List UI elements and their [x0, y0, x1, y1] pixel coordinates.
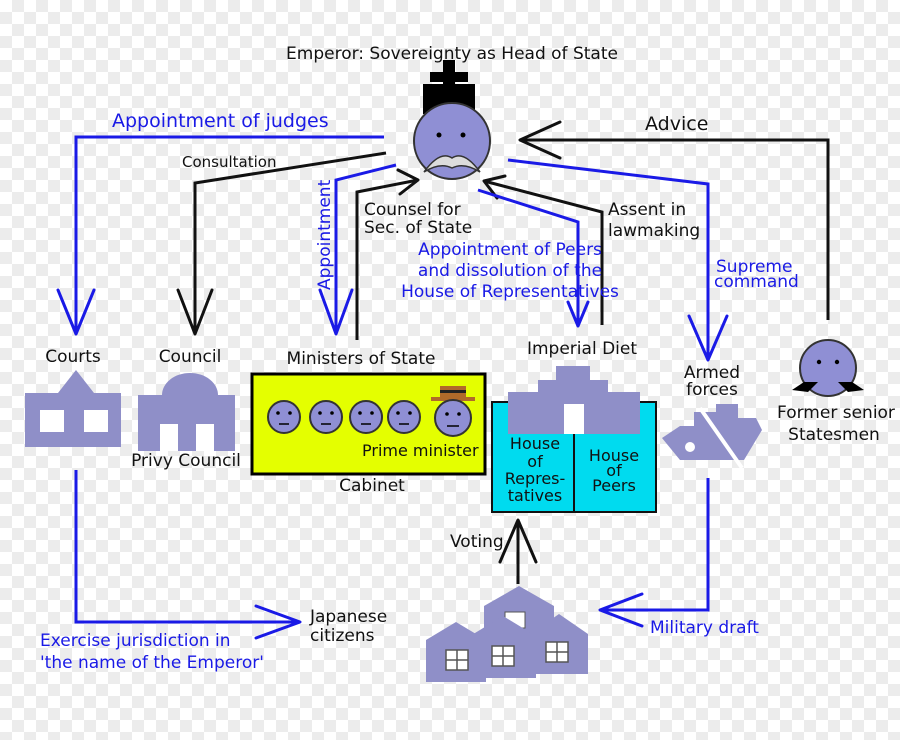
arrowhead-voting — [498, 518, 538, 564]
node-cabinet: Cabinet — [339, 476, 405, 496]
arrow-advice — [520, 138, 830, 320]
arrowhead-armed-forces — [687, 314, 729, 362]
arrow-appointment-of-judges — [74, 135, 384, 334]
label-peers-line1: Appointment of Peers — [418, 240, 602, 260]
label-peers-line2: and dissolution of the — [418, 261, 602, 281]
citizens-houses-icon — [426, 586, 588, 682]
arrow-appointment-of-peers — [477, 188, 580, 326]
house-right — [530, 614, 588, 674]
node-former-senior-line2: Statesmen — [788, 425, 880, 445]
arrowhead-ministers — [318, 288, 354, 336]
house-peers-line1: House — [589, 446, 639, 465]
arrowhead-council — [176, 288, 214, 336]
arrowhead-citizens-draft — [598, 592, 644, 628]
arrow-appointment-ministers — [334, 163, 397, 334]
node-privy-council: Privy Council — [131, 451, 241, 471]
label-jurisdiction-line1: Exercise jurisdiction in — [40, 631, 231, 651]
label-appointment: Appointment — [315, 179, 335, 290]
emperor-title: Emperor: Sovereignty as Head of State — [286, 44, 618, 64]
arrowhead-courts — [56, 288, 96, 336]
former-statesman-figure — [792, 339, 864, 397]
arrow-consultation — [193, 151, 387, 334]
diet-building-icon — [508, 366, 640, 434]
label-supreme-line1: Supreme — [716, 257, 792, 277]
arrowhead-diet — [566, 300, 590, 328]
node-citizens-line2: citizens — [310, 626, 375, 646]
arrowhead-advice — [518, 120, 562, 160]
arrow-supreme-command — [507, 158, 710, 360]
label-counsel-line2: Sec. of State — [364, 218, 472, 238]
label-peers-line3: House of Representatives — [401, 282, 619, 302]
label-voting: Voting — [450, 532, 504, 552]
courts-building-icon — [25, 370, 121, 447]
emperor-eye-right — [460, 132, 466, 138]
node-former-senior-line1: Former senior — [777, 403, 895, 423]
arrow-jurisdiction — [74, 470, 300, 624]
arrowhead-assent — [482, 174, 507, 200]
node-armed-forces-line2: forces — [686, 380, 738, 400]
node-armed-forces-line1: Armed — [684, 363, 740, 383]
arrow-assent — [483, 179, 604, 325]
node-council: Council — [159, 347, 222, 367]
label-advice: Advice — [645, 113, 708, 135]
minister-face-4 — [387, 400, 421, 434]
node-ministers-of-state: Ministers of State — [287, 349, 436, 369]
minister-face-2 — [309, 400, 343, 434]
house-reps-line2: of — [527, 452, 543, 471]
house-middle — [470, 616, 536, 678]
arrow-military-draft — [600, 478, 710, 612]
house-reps-line4: tatives — [508, 486, 562, 505]
label-military-draft: Military draft — [650, 618, 759, 638]
label-assent-line2: lawmaking — [608, 221, 700, 241]
node-courts: Courts — [45, 347, 101, 367]
emperor-moustache-icon — [423, 155, 481, 173]
label-appointment-of-judges: Appointment of judges — [112, 110, 329, 132]
statesman-beard-icon — [792, 382, 864, 392]
node-imperial-diet: Imperial Diet — [527, 339, 637, 359]
privy-council-building-icon — [138, 373, 235, 451]
prime-minister-face — [431, 386, 475, 437]
minister-face-1 — [267, 400, 301, 434]
label-supreme-line2: command — [714, 272, 799, 292]
arrowhead-counsel — [396, 168, 420, 196]
node-citizens-line1: Japanese — [309, 607, 387, 627]
label-jurisdiction-line2: 'the name of the Emperor' — [40, 653, 264, 673]
node-prime-minister: Prime minister — [362, 441, 479, 460]
house-peers-line3: Peers — [592, 476, 636, 495]
label-assent-line1: Assent in — [608, 200, 686, 220]
house-reps-line1: House — [510, 434, 560, 453]
emperor-face — [413, 102, 491, 180]
house-reps-line3: Repres- — [505, 469, 566, 488]
house-peers-line2: of — [606, 461, 622, 480]
arrowhead-citizens — [254, 604, 302, 640]
emperor-figure — [413, 60, 491, 180]
label-consultation: Consultation — [182, 153, 276, 171]
emperor-eye-left — [436, 132, 442, 138]
emperor-hat-cross-horizontal — [430, 72, 468, 82]
minister-face-3 — [349, 400, 383, 434]
label-counsel-line1: Counsel for — [364, 200, 461, 220]
arrow-counsel — [355, 178, 419, 340]
warship-icon — [662, 404, 762, 470]
